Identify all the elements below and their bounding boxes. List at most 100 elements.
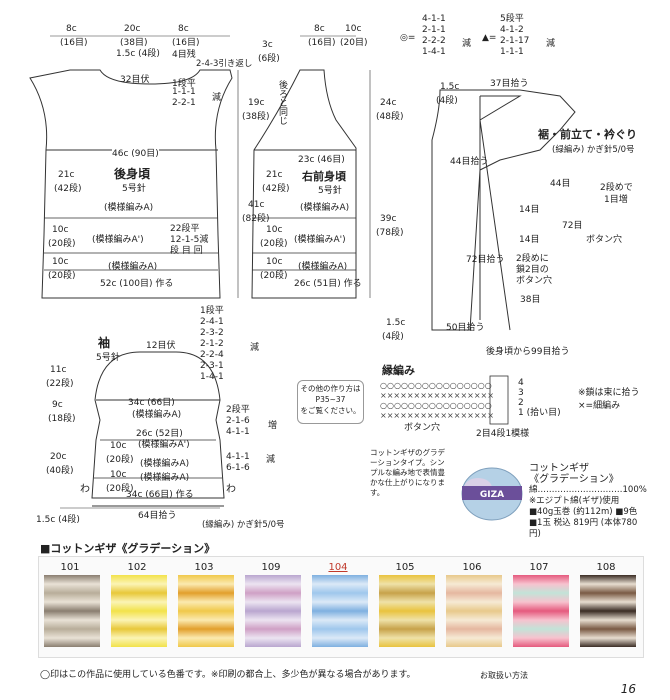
back-armhole-h: 19c — [248, 98, 265, 108]
band-count72: 72目 — [562, 221, 583, 231]
swatch-107: 107 — [509, 562, 569, 651]
front-width-2: 10c — [345, 24, 362, 34]
yarn-spec2: ※エジプト綿(ギザ)使用 — [529, 496, 620, 506]
yarn-info: コットンギザ 《グラデーション》 綿…………………………100% ※エジプト綿(… — [529, 463, 649, 540]
sleeve-lower-pattern: (模様編みA) — [140, 459, 190, 469]
yarn-name2: 《グラデーション》 — [529, 474, 619, 485]
ref-line3: をご覧ください。 — [300, 406, 361, 415]
back-pattern-a: (模様編みA) — [104, 203, 154, 213]
sleeve-cuff-h: 1.5c (4段) — [36, 515, 80, 525]
band-inc-note2: 1目増 — [604, 195, 628, 205]
band-count44: 44目 — [550, 179, 571, 189]
sleeve-mid-pattern: (模様編みA') — [138, 440, 190, 450]
back-rows-2: (38目) — [120, 38, 148, 48]
sleeve-upper: 34c (66目) — [128, 398, 175, 408]
swatch-fabric — [312, 575, 368, 647]
swatch-105: 105 — [375, 562, 435, 651]
sleeve-needle: 5号針 — [96, 353, 120, 363]
yarn-description: コットンギザのグラデーションタイプ。シンプルな編み地で表情豊かな仕上がりになりま… — [370, 448, 445, 497]
sleeve-cap-rows: (22段) — [46, 379, 74, 389]
back-shoulder-rows: (6段) — [258, 54, 280, 64]
band-button-hole: ボタン穴 — [586, 235, 623, 245]
front-chest: 23c (46目) — [298, 155, 345, 165]
band-side-pick: 44目拾う — [450, 157, 489, 167]
back-title: 後身頃 — [114, 167, 151, 181]
legend-tri-rows: 5段平 4-1-2 2-1-17 1-1-1 — [500, 14, 530, 57]
swatch-103: 103 — [174, 562, 234, 651]
band-pick14a: 14目 — [519, 205, 540, 215]
swatch-101: 101 — [40, 562, 100, 651]
back-neck-shape2: 2-4-3引き返し — [196, 59, 253, 69]
svg-text:○○○○○○○○○○○○○○○○: ○○○○○○○○○○○○○○○○ — [380, 401, 492, 410]
front-waist-h: 10c — [266, 225, 283, 235]
sleeve-low-h: 20c — [50, 452, 67, 462]
band-sub: (緑編み) かぎ針5/0号 — [552, 145, 635, 155]
band-btn-note: 2段めに 鎖2目の ボタン穴 — [516, 254, 553, 286]
back-pattern-a2: (模様編みA') — [92, 235, 144, 245]
front-rows-1: (16目) — [308, 38, 336, 48]
swatch-number: 104 — [328, 562, 348, 573]
swatch-number: 102 — [127, 562, 147, 573]
front-width-1: 8c — [314, 24, 325, 34]
front-hem-rows: (20段) — [260, 271, 288, 281]
swatch-number: 101 — [60, 562, 80, 573]
edging-rows: 4 3 2 1 (拾い目) — [518, 378, 561, 418]
back-width-2: 20c — [124, 24, 141, 34]
back-total-rows: (82段) — [242, 214, 270, 224]
band-left-rows: (4段) — [436, 96, 458, 106]
swatch-number: 106 — [462, 562, 482, 573]
legend-circle-icon: ◎= — [400, 33, 416, 43]
front-hem-cast: 26c (51目) 作る — [294, 279, 362, 289]
ref-line1: その他の作り方は — [300, 384, 361, 393]
back-waist-h: 10c — [52, 225, 69, 235]
swatch-fabric — [580, 575, 636, 647]
sleeve-inc-rows: 2段平 2-1-6 4-1-1 — [226, 405, 250, 437]
back-neck-depth: 1.5c (4段) — [116, 49, 160, 59]
band-top-pick: 37目拾う — [490, 79, 529, 89]
band-inc-note: 2段めで — [600, 183, 633, 193]
sleeve-cuff-cast: 34c (66目) 作る — [126, 490, 194, 500]
legend-tri-label: 減 — [546, 39, 556, 49]
back-width-3: 8c — [178, 24, 189, 34]
back-armhole-dec-3: 2-2-1 — [172, 98, 196, 108]
back-shoulder-drop: 3c — [262, 40, 273, 50]
sleeve-cuff-pattern: (模様編みA) — [140, 473, 190, 483]
back-hem-h: 10c — [52, 257, 69, 267]
sleeve-pattern-a: (模様編みA) — [132, 410, 182, 420]
legend-triangle-icon: ▲= — [482, 33, 497, 43]
sleeve-lower-h: 10c — [110, 441, 127, 451]
back-body-h: 21c — [58, 170, 75, 180]
legend-circle-rows: 4-1-1 2-1-1 2-2-2 1-4-1 — [422, 14, 446, 57]
swatch-number: 109 — [261, 562, 281, 573]
band-pick38: 38目 — [520, 295, 541, 305]
front-right-total-rows: (78段) — [376, 228, 404, 238]
sleeve-dec2-label: 減 — [266, 455, 276, 465]
sleeve-lower-rows: (20段) — [106, 455, 134, 465]
band-bottom-h: 1.5c — [386, 318, 406, 328]
back-total-h: 41c — [248, 200, 265, 210]
sleeve-lower-rows2: (20段) — [106, 484, 134, 494]
sleeve-inc-label: 増 — [268, 421, 278, 431]
band-title: 裾・前立て・衿ぐり — [538, 128, 637, 141]
back-outline — [29, 69, 233, 299]
back-hem-rows: (20段) — [48, 271, 76, 281]
sleeve-wa1: わ — [80, 484, 90, 495]
back-armhole-dec-2: 1-1-1 — [172, 87, 196, 97]
sleeve-dec-label: 減 — [250, 343, 260, 353]
band-pick14b: 14目 — [519, 235, 540, 245]
svg-text:×××××××××××××××××: ××××××××××××××××× — [380, 391, 494, 400]
swatch-fabric — [178, 575, 234, 647]
front-outline — [251, 69, 357, 299]
care-label: お取扱い方法 — [480, 671, 528, 680]
swatch-109: 109 — [241, 562, 301, 651]
band-bottom-rows: (4段) — [382, 332, 404, 342]
svg-text:○○○○○○○○○○○○○○○○: ○○○○○○○○○○○○○○○○ — [380, 381, 492, 390]
band-pick72: 72目拾う — [466, 255, 505, 265]
edging-repeat: 2目4段1模様 — [476, 429, 530, 439]
back-hem-pattern: (模様編みA) — [108, 262, 158, 272]
sleeve-cap-h: 11c — [50, 365, 67, 375]
swatch-fabric — [44, 575, 100, 647]
band-left-h: 1.5c — [440, 82, 460, 92]
